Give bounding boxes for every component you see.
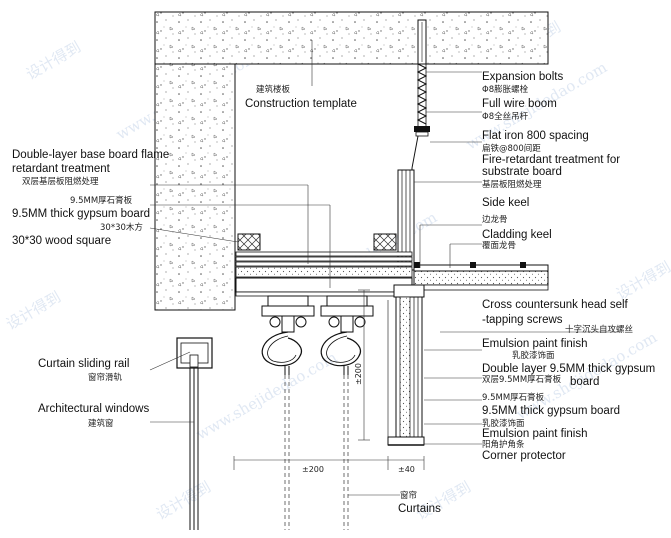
dimension-label: ±40 (398, 465, 415, 474)
label-en: Cladding keel (482, 229, 552, 241)
ceiling-right-structure (413, 262, 549, 291)
base-board-horizontal (235, 251, 413, 297)
concrete-wall (154, 63, 236, 311)
label-en: retardant treatment (12, 163, 111, 175)
right-board-stack (397, 169, 415, 271)
label-en: 9.5MM thick gypsum board (482, 405, 620, 417)
dimension-label: ±200 (354, 363, 363, 385)
watermark-text: 设计得到 (23, 38, 84, 84)
label-cn: 建筑窗 (88, 418, 114, 429)
label-cn: 十字沉头自攻螺丝 (565, 324, 634, 335)
watermark-text: 设计得到 (153, 478, 214, 524)
label-cn: 9.5MM厚石膏板 (70, 195, 133, 206)
label-cn: 建筑楼板 (256, 84, 291, 95)
label-cladding-keel: Cladding keel 覆面龙骨 (449, 229, 552, 268)
label-cn: 基层板阻燃处理 (482, 179, 542, 190)
label-cn: 扁铁@800间距 (482, 143, 541, 154)
curtains (284, 375, 349, 530)
dimension-vertical-200: ±200 (354, 289, 370, 441)
label-en: Flat iron 800 spacing (482, 130, 589, 142)
label-architectural-windows: Architectural windows 建筑窗 (38, 403, 194, 429)
watermark-text: www.shejidedao.com (193, 348, 340, 443)
label-en: Fire-retardant treatment for (482, 154, 620, 166)
curtain-track-left (261, 295, 315, 375)
label-en: substrate board (482, 166, 562, 178)
gypsum-drop-right (387, 284, 425, 446)
label-construction-template: 建筑楼板 Construction template (245, 40, 357, 110)
label-cn: Φ8全丝吊杆 (482, 111, 529, 122)
label-emulsion-1: Emulsion paint finish 乳胶漆饰面 (424, 338, 587, 361)
wood-square-left (237, 233, 261, 251)
label-en: Expansion bolts (482, 71, 563, 83)
label-cn: Φ8膨胀螺栓 (482, 84, 529, 95)
expansion-bolt-assembly (411, 19, 430, 172)
label-curtains: 窗帘 Curtains (348, 490, 441, 515)
dimension-horizontal-40: ±40 (388, 456, 425, 474)
label-en: 30*30 wood square (12, 235, 111, 247)
label-flat-iron: Flat iron 800 spacing 扁铁@800间距 (430, 130, 589, 154)
label-cross-screws: Cross countersunk head self -tapping scr… (440, 299, 634, 335)
label-gypsum-right: 9.5MM厚石膏板 9.5MM thick gypsum board (424, 392, 620, 417)
label-cn: 乳胶漆饰面 (482, 418, 525, 429)
label-en: 9.5MM thick gypsum board (12, 208, 150, 220)
label-cn: 9.5MM厚石膏板 (482, 392, 545, 403)
label-en: Cross countersunk head self (482, 299, 629, 311)
label-corner-protector: 阳角护角条 Corner protector (424, 439, 566, 462)
label-en: Emulsion paint finish (482, 428, 587, 440)
dimension-horizontal-200: ±200 (233, 456, 389, 474)
label-en: Double layer 9.5MM thick gypsum (482, 363, 655, 375)
label-gypsum-left: 9.5MM厚石膏板 9.5MM thick gypsum board (12, 195, 331, 288)
label-cn: 30*30木方 (100, 222, 143, 233)
watermark-text: 设计得到 (3, 288, 64, 334)
label-en: Double-layer base board flame (12, 149, 169, 161)
label-cn: 窗帘滑轨 (88, 372, 123, 383)
label-cn: 覆面龙骨 (482, 240, 516, 251)
curtain-sliding-rail (176, 337, 213, 369)
architectural-window (189, 368, 199, 530)
concrete-slab (154, 11, 549, 65)
watermark-text: 设计得到 (613, 258, 671, 304)
label-cn: 双层9.5MM厚石膏板 (482, 374, 562, 385)
label-curtain-rail: Curtain sliding rail 窗帘滑轨 (38, 351, 191, 383)
label-cn: 边龙骨 (482, 214, 508, 225)
label-expansion-bolts: Expansion bolts Φ8膨胀螺栓 (426, 71, 563, 95)
watermark-text: 设计得到 (413, 478, 474, 524)
label-en: Curtains (398, 503, 441, 515)
label-double-layer-gypsum: Double layer 9.5MM thick gypsum board 双层… (424, 363, 655, 388)
label-double-layer-base: Double-layer base board flame retardant … (12, 149, 309, 264)
label-en: Side keel (482, 197, 529, 209)
label-en: board (570, 376, 599, 388)
label-cn: 阳角护角条 (482, 439, 525, 450)
label-cn: 窗帘 (400, 490, 417, 501)
curtain-track-right (320, 295, 374, 375)
label-en: Architectural windows (38, 403, 149, 415)
label-emulsion-2: 乳胶漆饰面 Emulsion paint finish (424, 418, 587, 440)
label-en: Corner protector (482, 450, 566, 462)
label-en: Full wire boom (482, 98, 557, 110)
label-side-keel: Side keel 边龙骨 (419, 197, 529, 268)
label-cn: 乳胶漆饰面 (512, 350, 555, 361)
label-fire-retardant-substrate: Fire-retardant treatment for substrate b… (414, 154, 620, 190)
wood-square-right (373, 233, 397, 251)
label-cn: 双层基层板阻燃处理 (22, 176, 99, 187)
label-en: Construction template (245, 98, 357, 110)
label-en: -tapping screws (482, 314, 563, 326)
label-en: Curtain sliding rail (38, 358, 129, 370)
label-wood-square: 30*30木方 30*30 wood square (12, 222, 239, 247)
dimension-label: ±200 (302, 465, 324, 474)
label-en: Emulsion paint finish (482, 338, 587, 350)
label-full-wire-boom: Full wire boom Φ8全丝吊杆 (426, 98, 557, 122)
